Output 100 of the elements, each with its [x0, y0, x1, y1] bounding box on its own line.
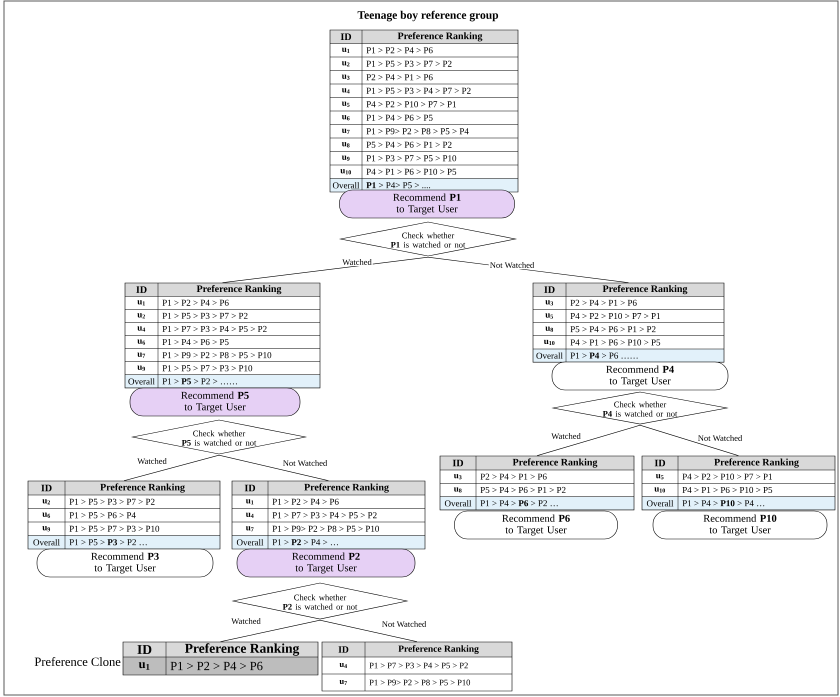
user-id: u$_{5}$ [656, 474, 664, 480]
user-id: u$_{9}$ [137, 366, 146, 371]
ranking-text: P4 > P2 > P10 > P7 > P1 [366, 101, 456, 108]
ranking-text: P1 > P7 > P3 > P4 > P5 > P2 [272, 512, 377, 518]
column-header: Preference Ranking [512, 458, 598, 468]
ranking-text: P1 > P2 > P4 > P6 [162, 300, 229, 306]
side-label: Preference Clone [34, 657, 120, 666]
ranking-text: P5 > P4 > P6 > P1 > P2 [366, 142, 452, 148]
user-id: u$_{3}$ [545, 300, 554, 306]
column-header: ID [137, 645, 152, 654]
ranking-text: P2 > P4 > P1 > P6 [570, 300, 637, 306]
ranking-text: P1 > P5 > P3 > P4 > P7 > P2 [366, 88, 471, 94]
column-header: ID [338, 646, 348, 653]
user-id: u$_{6}$ [342, 115, 350, 120]
ranking-text: P1 > P5 > P7 > P3 > P10 [162, 365, 252, 372]
ranking-text: P1 > P5 > P2 > …… [162, 378, 237, 384]
edge-label: Not Watched [380, 620, 428, 628]
user-id: u$_{10}$ [654, 487, 666, 493]
user-id: u$_{1}$ [137, 300, 145, 306]
column-header: ID [452, 460, 464, 466]
ranking-text: P1 > P5 > P3 > P2 … [69, 539, 147, 546]
ranking-text: P1 > P9 > P2 > P8 > P5 > P10 [162, 352, 272, 358]
connector-line [220, 620, 320, 642]
connector-line [222, 256, 428, 283]
user-id: u$_{5}$ [342, 102, 350, 107]
user-id: u$_{8}$ [342, 142, 350, 148]
ranking-text: P1 > P4 > P6 > P5 [366, 114, 433, 121]
user-id: u$_{6}$ [137, 339, 146, 345]
column-header: ID [544, 286, 555, 293]
ranking-text: P1 > P4 > P6 …… [570, 352, 638, 359]
ranking-text: P4 > P1 > P6 > P10 > P5 [682, 486, 772, 493]
user-id: u$_{8}$ [545, 326, 554, 332]
edge-label: Watched [230, 617, 262, 626]
column-header: Preference Ranking [714, 458, 799, 468]
ranking-table [532, 282, 724, 362]
column-header: ID [654, 460, 666, 466]
ranking-text: P1 > P5 > P6 > P4 [69, 512, 136, 518]
edge-label: Watched [341, 258, 373, 266]
ranking-table [330, 30, 518, 192]
edge-label: Watched [136, 457, 168, 466]
ranking-text: P2 > P4 > P1 > P6 [480, 474, 547, 480]
user-id: u$_{6}$ [42, 512, 50, 518]
column-header: Preference Ranking [398, 32, 482, 42]
edge-label: Not Watched [488, 261, 536, 270]
user-id: u$_{3}$ [454, 474, 462, 480]
user-id: u$_{2}$ [42, 499, 50, 504]
user-id: u$_{7}$ [246, 526, 254, 532]
user-id: Overall [444, 500, 472, 506]
user-id: u$_{1}$ [138, 662, 150, 670]
user-id: Overall [646, 500, 674, 506]
ranking-text: P2 > P4 > P1 > P6 [366, 74, 433, 80]
column-header: Preference Ranking [602, 284, 688, 294]
user-id: u$_{8}$ [454, 487, 462, 493]
ranking-text: P1 > P4 > P10 > P4 … [682, 500, 764, 506]
ranking-text: P4 > P2 > P10 > P7 > P1 [570, 312, 660, 320]
ranking-text: P1 > P5 > P7 > P3 > P10 [69, 526, 160, 532]
ranking-text: P4 > P1 > P6 > P10 > P5 [366, 168, 456, 175]
user-id: u$_{10}$ [340, 169, 352, 174]
ranking-text: P1 > P7 > P3 > P4 > P5 > P2 [162, 326, 267, 332]
user-id: u$_{10}$ [544, 340, 555, 345]
ranking-text: P1 > P9> P2 > P8 > P5 > P4 [366, 128, 469, 134]
ranking-text: P1 > P5 > P3 > P7 > P2 [162, 312, 248, 319]
ranking-text: P1 > P4> P5 > .... [366, 182, 430, 188]
column-header: ID [41, 484, 52, 492]
connector-line [218, 454, 329, 481]
ranking-text: P1 > P9> P2 > P8 > P5 > P10 [272, 526, 380, 532]
user-id: u$_{4}$ [246, 512, 254, 518]
ranking-text: P1 > P4 > P6 > P2 … [480, 500, 558, 506]
ranking-text: P1 > P2 > P4 > … [272, 539, 338, 546]
ranking-text: P1 > P7 > P3 > P4 > P5 > P2 [369, 662, 468, 668]
user-id: Overall [33, 539, 60, 546]
ranking-table [124, 282, 320, 388]
user-id: u$_{2}$ [342, 61, 350, 66]
user-id: u$_{1}$ [342, 48, 350, 53]
ranking-table [322, 642, 512, 692]
user-id: u$_{7}$ [137, 352, 146, 358]
ranking-table [34, 642, 318, 676]
user-id: u$_{5}$ [545, 313, 554, 319]
user-id: u$_{9}$ [42, 526, 50, 532]
ranking-text: P5 > P4 > P6 > P1 > P2 [570, 326, 656, 332]
ranking-text: P5 > P4 > P6 > P1 > P2 [480, 486, 566, 493]
ranking-text: P4 > P1 > P6 > P10 > P5 [570, 339, 660, 346]
column-header: Preference Ranking [100, 483, 185, 493]
connector-line [124, 454, 220, 481]
column-header: Preference Ranking [398, 645, 479, 654]
edge-label: Not Watched [696, 434, 744, 442]
ranking-text: P1 > P2 > P4 > P6 [170, 662, 263, 670]
user-id: Overall [236, 539, 264, 546]
user-id: u$_{4}$ [342, 88, 350, 94]
ranking-text: P1 > P5 > P3 > P7 > P2 [366, 60, 452, 67]
ranking-table [28, 480, 220, 550]
connector-line [320, 620, 418, 642]
user-id: u$_{3}$ [342, 74, 350, 80]
ranking-text: P1 > P2 > P4 > P6 [366, 47, 433, 54]
ranking-table [642, 456, 836, 510]
edge-label: Not Watched [282, 459, 328, 468]
ranking-table [232, 480, 426, 550]
column-header: ID [136, 286, 147, 293]
edge-label: Watched [550, 432, 582, 440]
column-header: ID [244, 484, 256, 492]
